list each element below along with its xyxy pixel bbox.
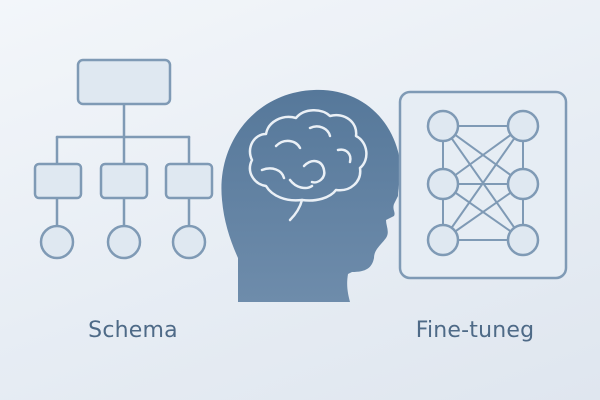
schema-caption: Schema <box>88 318 178 343</box>
network-node <box>506 109 540 143</box>
tree-leaf-node <box>171 224 207 260</box>
neural-network-icon <box>398 90 568 280</box>
tree-child-node <box>164 162 214 200</box>
finetune-caption: Fine-tuneg <box>415 318 535 343</box>
head-with-brain-icon <box>221 89 401 302</box>
tree-leaf-node <box>39 224 75 260</box>
brain-icon <box>248 109 368 222</box>
network-nodes <box>426 109 540 257</box>
hierarchy-tree-icon <box>33 58 214 260</box>
tree-child-node <box>33 162 83 200</box>
network-node <box>506 167 540 201</box>
network-node <box>426 109 460 143</box>
tree-leaf-node <box>106 224 142 260</box>
tree-root-node <box>76 58 172 106</box>
head-silhouette <box>221 89 401 302</box>
network-node <box>426 223 460 257</box>
network-node <box>426 167 460 201</box>
network-node <box>506 223 540 257</box>
tree-connectors <box>55 102 191 228</box>
tree-child-node <box>99 162 149 200</box>
